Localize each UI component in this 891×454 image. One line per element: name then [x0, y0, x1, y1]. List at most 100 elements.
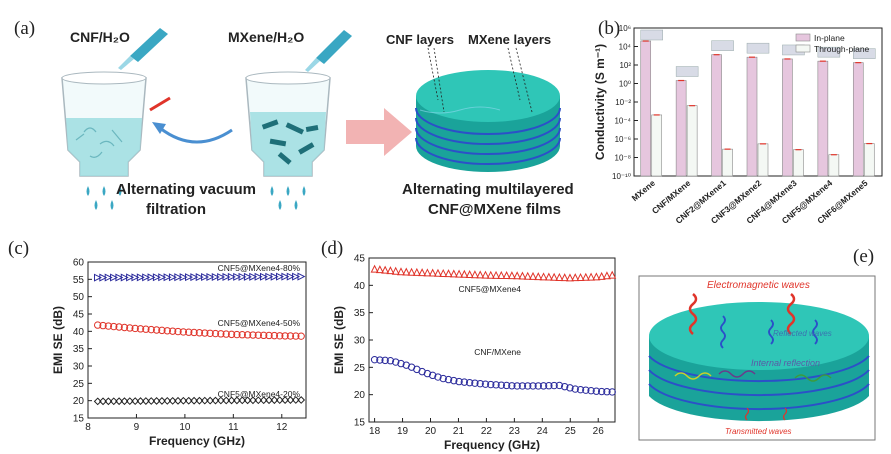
data-point [392, 358, 400, 366]
data-point [265, 272, 274, 281]
category-label: MXene [630, 178, 658, 203]
panel-e: (e) Electromagnetic waves Reflected wave… [638, 246, 876, 441]
data-point [227, 272, 236, 281]
x-tick-label: 18 [369, 426, 381, 437]
data-point [444, 269, 453, 278]
y-tick-label: 15 [73, 414, 85, 425]
data-point [131, 273, 140, 282]
data-point [444, 375, 453, 384]
data-point [550, 381, 558, 390]
data-point [227, 396, 236, 405]
multilayer-film-disc [415, 70, 561, 172]
data-point [249, 272, 258, 281]
data-point [391, 266, 400, 275]
data-point [109, 397, 118, 406]
red-mark-icon [149, 96, 171, 112]
y-axis-label: EMI SE (dB) [332, 306, 346, 374]
data-point [131, 397, 140, 406]
data-point [423, 369, 432, 378]
data-point [375, 265, 384, 274]
data-point [195, 273, 204, 282]
data-point [576, 385, 585, 394]
data-point [592, 387, 601, 395]
data-point [195, 329, 204, 337]
data-point [571, 273, 580, 282]
y-tick-label: 55 [73, 275, 85, 286]
panel-label: (d) [321, 238, 343, 259]
data-point [523, 271, 532, 280]
data-point [439, 268, 448, 277]
y-tick-label: 10² [619, 61, 631, 70]
data-point [259, 272, 268, 281]
data-point [217, 272, 226, 281]
data-point [597, 271, 606, 280]
data-point [597, 387, 606, 396]
x-tick-label: 23 [509, 426, 521, 437]
cnf-water-label: CNF/H₂O [70, 29, 130, 45]
data-point [104, 273, 113, 282]
data-point [539, 272, 548, 281]
data-point [428, 371, 437, 380]
y-tick-label: 35 [354, 308, 366, 319]
y-tick-label: 10⁻⁴ [614, 117, 631, 126]
data-point [465, 269, 474, 278]
data-point [492, 270, 501, 279]
data-point [152, 273, 161, 282]
bar [722, 148, 733, 177]
caption-vacuum-filtration-1: Alternating vacuum [116, 181, 256, 198]
data-point [528, 271, 538, 280]
data-point [486, 270, 495, 279]
data-point [481, 380, 490, 388]
y-tick-label: 30 [354, 336, 366, 347]
panel-a: (a) CNF/H₂O MXene/H₂O [14, 18, 574, 218]
data-point [281, 332, 289, 340]
data-point [297, 396, 306, 404]
data-point [587, 386, 595, 395]
data-point [125, 397, 134, 406]
data-point [507, 271, 516, 280]
data-point [227, 330, 236, 339]
data-point [465, 378, 474, 387]
data-point [249, 396, 257, 405]
data-point [449, 269, 458, 278]
y-tick-label: 45 [73, 310, 85, 321]
bar [675, 80, 687, 177]
data-point [423, 268, 432, 277]
data-point [142, 273, 151, 282]
electromagnetic-waves-label: Electromagnetic waves [707, 280, 810, 291]
data-point [141, 397, 150, 405]
data-point [487, 380, 495, 389]
data-point [211, 396, 220, 405]
data-point [502, 271, 511, 280]
water-drops-right [270, 186, 306, 210]
data-point [539, 382, 548, 390]
data-point [370, 355, 379, 364]
mxene-water-label: MXene/H₂O [228, 29, 304, 45]
data-point [534, 272, 543, 281]
data-point [168, 396, 177, 405]
data-point [185, 328, 193, 336]
data-point [292, 272, 301, 281]
data-point [201, 329, 209, 337]
y-tick-label: 30 [73, 362, 85, 373]
data-point [470, 270, 479, 279]
data-point [560, 382, 569, 391]
data-point [232, 396, 241, 405]
y-tick-label: 10⁻⁸ [615, 154, 632, 163]
water-drops-left [86, 186, 122, 210]
pipette-icon [305, 30, 352, 72]
legend-swatch [795, 44, 811, 53]
bar [793, 149, 804, 177]
y-tick-label: 25 [73, 379, 85, 390]
data-point [544, 272, 553, 281]
x-tick-label: 8 [85, 422, 91, 433]
bar [686, 105, 698, 177]
data-point [115, 273, 124, 282]
data-point [292, 332, 300, 340]
x-tick-label: 9 [134, 422, 140, 433]
data-point [471, 379, 479, 387]
y-tick-label: 25 [354, 363, 366, 374]
data-point [513, 271, 522, 280]
x-tick-label: 25 [565, 426, 577, 437]
